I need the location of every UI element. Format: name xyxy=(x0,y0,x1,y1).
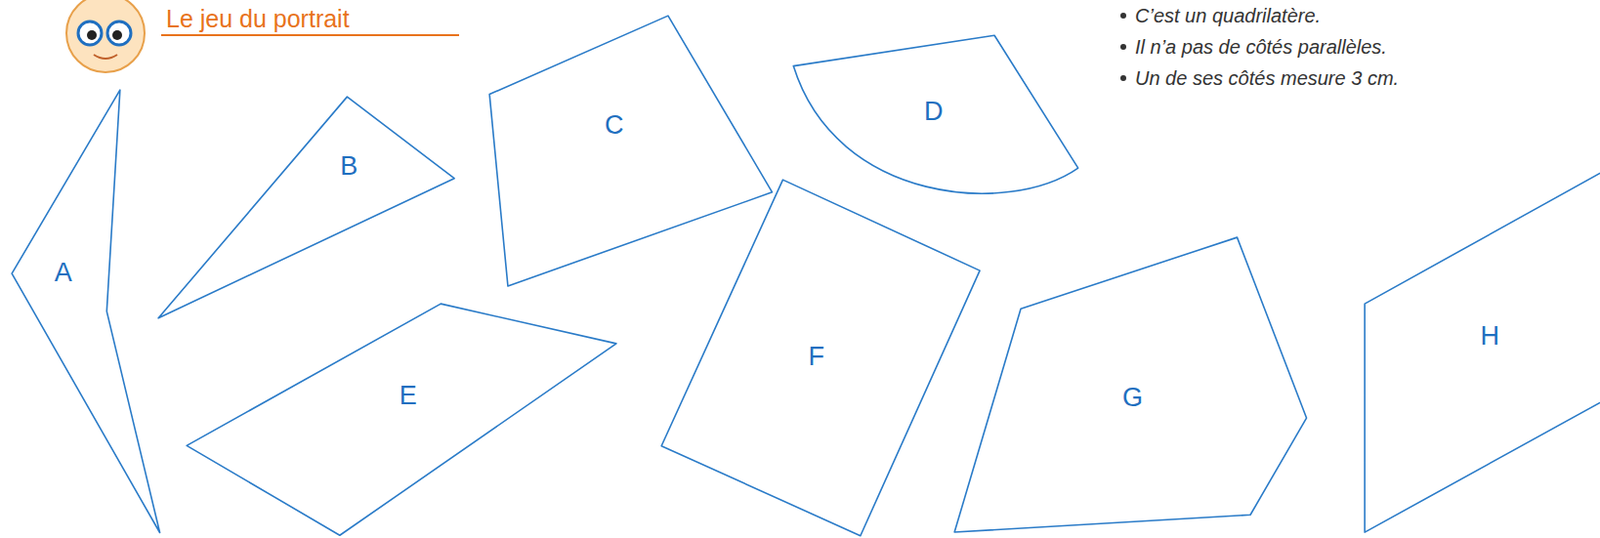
geometric-shape: H xyxy=(1361,163,1600,536)
shape-letter: D xyxy=(924,98,944,126)
geometric-shape: C xyxy=(486,12,776,290)
shape-outline xyxy=(486,12,776,290)
bullet-dots xyxy=(1120,12,1127,82)
title: Le jeu du portrait xyxy=(166,3,350,34)
shape-outline xyxy=(155,93,458,322)
shape-letter: F xyxy=(807,343,825,371)
shape-outline xyxy=(8,86,164,537)
shape-letter: E xyxy=(399,382,418,410)
geometric-shape: F xyxy=(658,176,983,538)
geometric-shape: E xyxy=(183,300,620,538)
shape-outline xyxy=(183,300,620,538)
shape-letter: A xyxy=(54,259,73,287)
mascot-icon xyxy=(66,0,145,73)
clue-line: C’est un quadrilatère. xyxy=(1135,3,1321,28)
shape-letter: B xyxy=(339,153,358,180)
clue-line: Un de ses côtés mesure 3 cm. xyxy=(1135,66,1399,90)
geometric-shape: B xyxy=(155,93,458,322)
clue-line: Il n’a pas de côtés parallèles. xyxy=(1135,35,1388,59)
shape-letter: G xyxy=(1122,384,1143,412)
title-underline xyxy=(161,34,460,37)
shape-letter: H xyxy=(1479,323,1500,350)
geometric-shape: A xyxy=(8,86,164,537)
geometric-shape: D xyxy=(787,29,1085,217)
shape-letter: C xyxy=(604,112,625,139)
geometric-shape: G xyxy=(951,234,1310,536)
